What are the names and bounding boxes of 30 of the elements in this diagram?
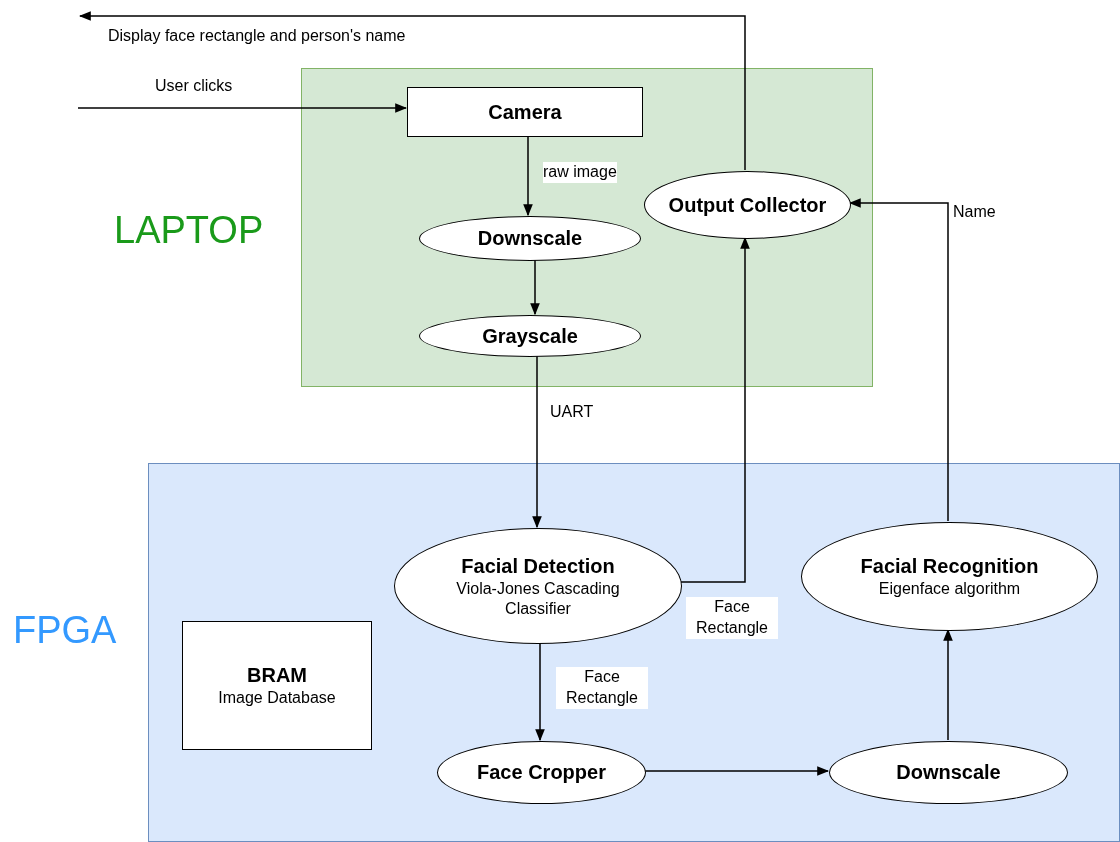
arrow	[680, 236, 750, 583]
arrow	[77, 103, 408, 113]
arrow	[530, 259, 540, 316]
edge-label: Face Rectangle	[556, 667, 648, 709]
process-box	[182, 621, 372, 750]
node-title: Facial Detection	[461, 554, 615, 580]
node-title: Grayscale	[482, 323, 578, 349]
node-subtitle: Eigenface algorithm	[878, 579, 1021, 599]
node-title: Output Collector	[668, 192, 827, 218]
arrow	[532, 355, 542, 529]
node-title: Facial Recognition	[860, 554, 1039, 580]
arrow	[848, 198, 949, 522]
arrow	[523, 135, 533, 217]
node-title: BRAM	[247, 663, 307, 689]
node-title: Downscale	[896, 760, 1001, 785]
edge-label: raw image	[543, 162, 617, 183]
node-subtitle: Viola-Jones Cascading Classifier	[455, 579, 621, 618]
arrow	[644, 766, 830, 776]
region-heading: FPGA	[13, 609, 117, 652]
arrow	[78, 11, 746, 171]
node-title: Face Cropper	[477, 760, 606, 785]
node-title: Downscale	[477, 226, 583, 251]
edge-label: Display face rectangle and person's name	[108, 26, 406, 47]
node-subtitle: Image Database	[218, 688, 336, 708]
region-heading: LAPTOP	[114, 209, 264, 252]
edge-label: Face Rectangle	[686, 597, 778, 639]
process-box	[407, 87, 643, 137]
node-title: Camera	[488, 99, 562, 125]
arrow	[943, 628, 953, 741]
arrow	[535, 642, 545, 742]
